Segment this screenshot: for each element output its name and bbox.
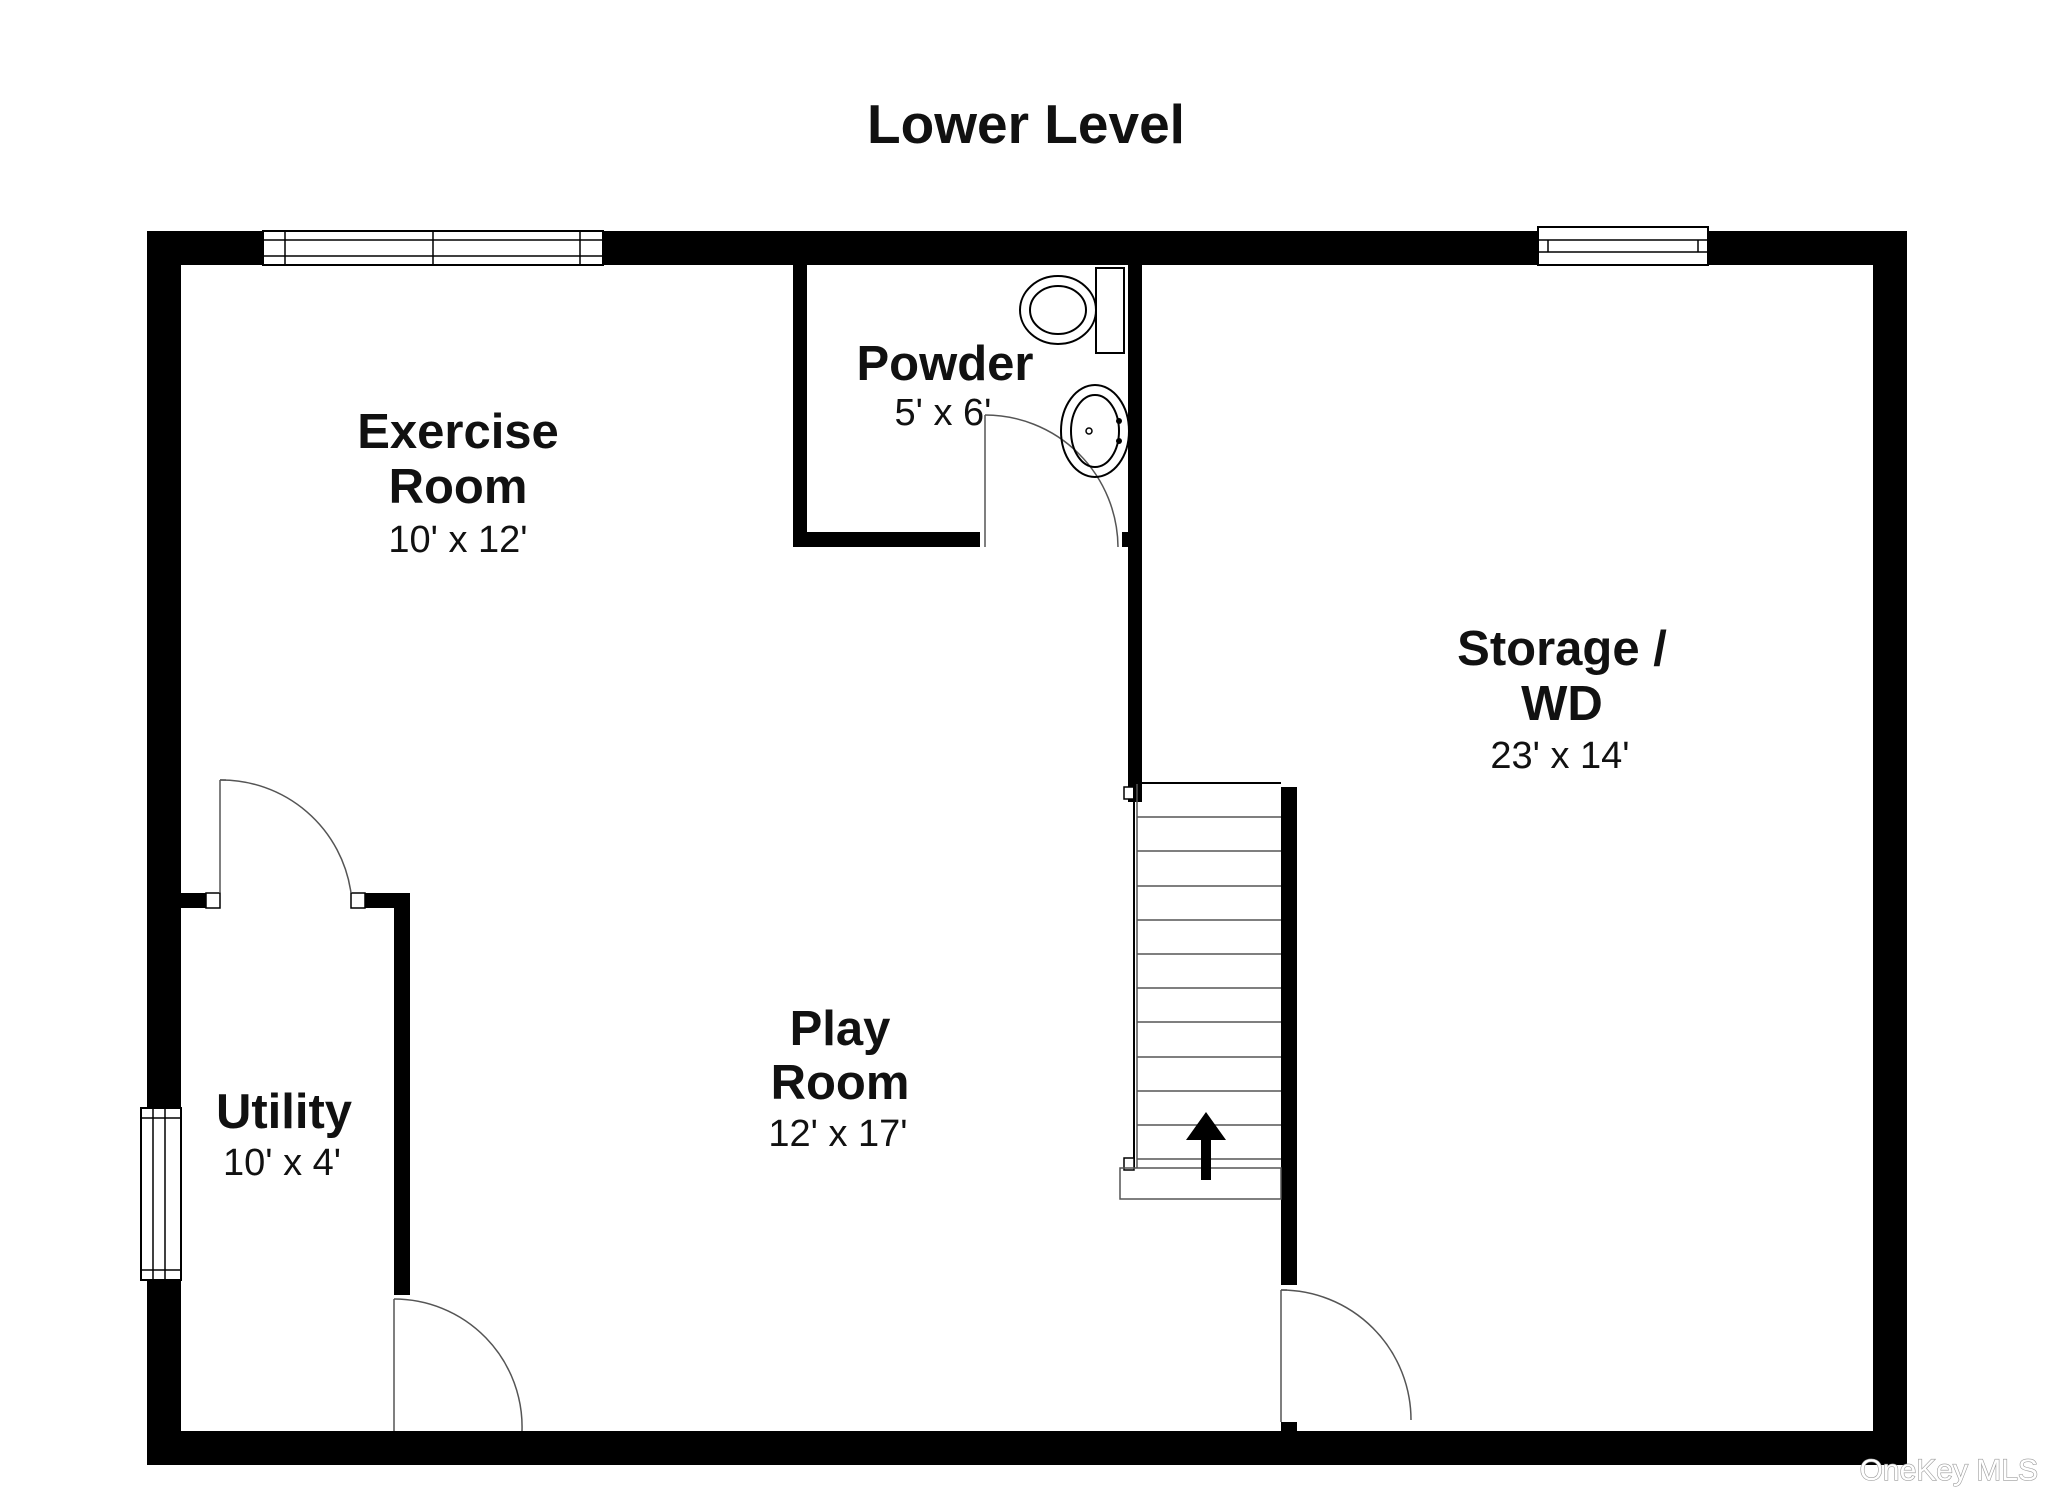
storage-door-swing [1280,1289,1412,1421]
wall-powder-right-upper [1128,265,1142,532]
room-name: Play [790,1002,891,1056]
room-name: Room [771,1056,910,1110]
play-room-door-swing [393,1298,523,1432]
play-room-door [393,1298,523,1432]
wall-stair-right [1281,787,1297,1285]
room-dimensions: 10' x 4' [223,1142,341,1184]
wall-right [1873,231,1907,1465]
wall-utility-top-left [181,893,206,908]
window-left [140,1107,182,1281]
wall-stair-bottom-stub [1281,1422,1297,1431]
wall-top-middle [603,231,1538,265]
room-label-powder: Powder 5' x 6' [857,337,1034,434]
stair-up-arrow-icon [1186,1112,1226,1180]
room-label-play-room: Play Room 12' x 17' [768,1002,909,1155]
toilet-icon [1019,267,1125,354]
room-dimensions: 23' x 14' [1490,735,1629,777]
room-name: Utility [216,1085,352,1139]
room-name: Powder [857,337,1034,391]
stair-treads [1137,816,1281,1160]
room-label-exercise-room: Exercise Room 10' x 12' [357,405,559,561]
wall-bottom [147,1431,1907,1465]
wall-powder-bottom [793,532,980,547]
wall-left-upper [147,231,181,1108]
room-name: Storage / [1457,622,1667,676]
powder-door-swing [984,414,1119,548]
utility-door-swing [219,779,352,894]
room-dimensions: 10' x 12' [388,519,527,561]
room-label-utility: Utility 10' x 4' [216,1085,352,1184]
sink-icon [1060,384,1130,478]
plan-title: Lower Level [867,93,1185,155]
room-label-storage-wd: Storage / WD 23' x 14' [1457,622,1667,777]
utility-room-walls [181,779,410,1295]
watermark: OneKey MLS [1860,1454,2038,1487]
window-top-left [262,230,604,266]
wall-utility-right [394,893,410,1295]
room-name: WD [1521,677,1603,731]
wall-powder-left [793,265,807,547]
powder-room-walls [793,265,1142,802]
room-dimensions: 12' x 17' [768,1113,907,1155]
room-name: Room [389,460,528,514]
window-top-right [1537,226,1709,266]
room-dimensions: 5' x 6' [895,392,992,434]
storage-door [1280,1289,1412,1422]
wall-powder-right-stub [1122,532,1142,547]
staircase [1119,782,1297,1431]
room-name: Exercise [357,405,559,459]
wall-storage-left [1128,547,1142,802]
outer-walls [147,231,1907,1465]
